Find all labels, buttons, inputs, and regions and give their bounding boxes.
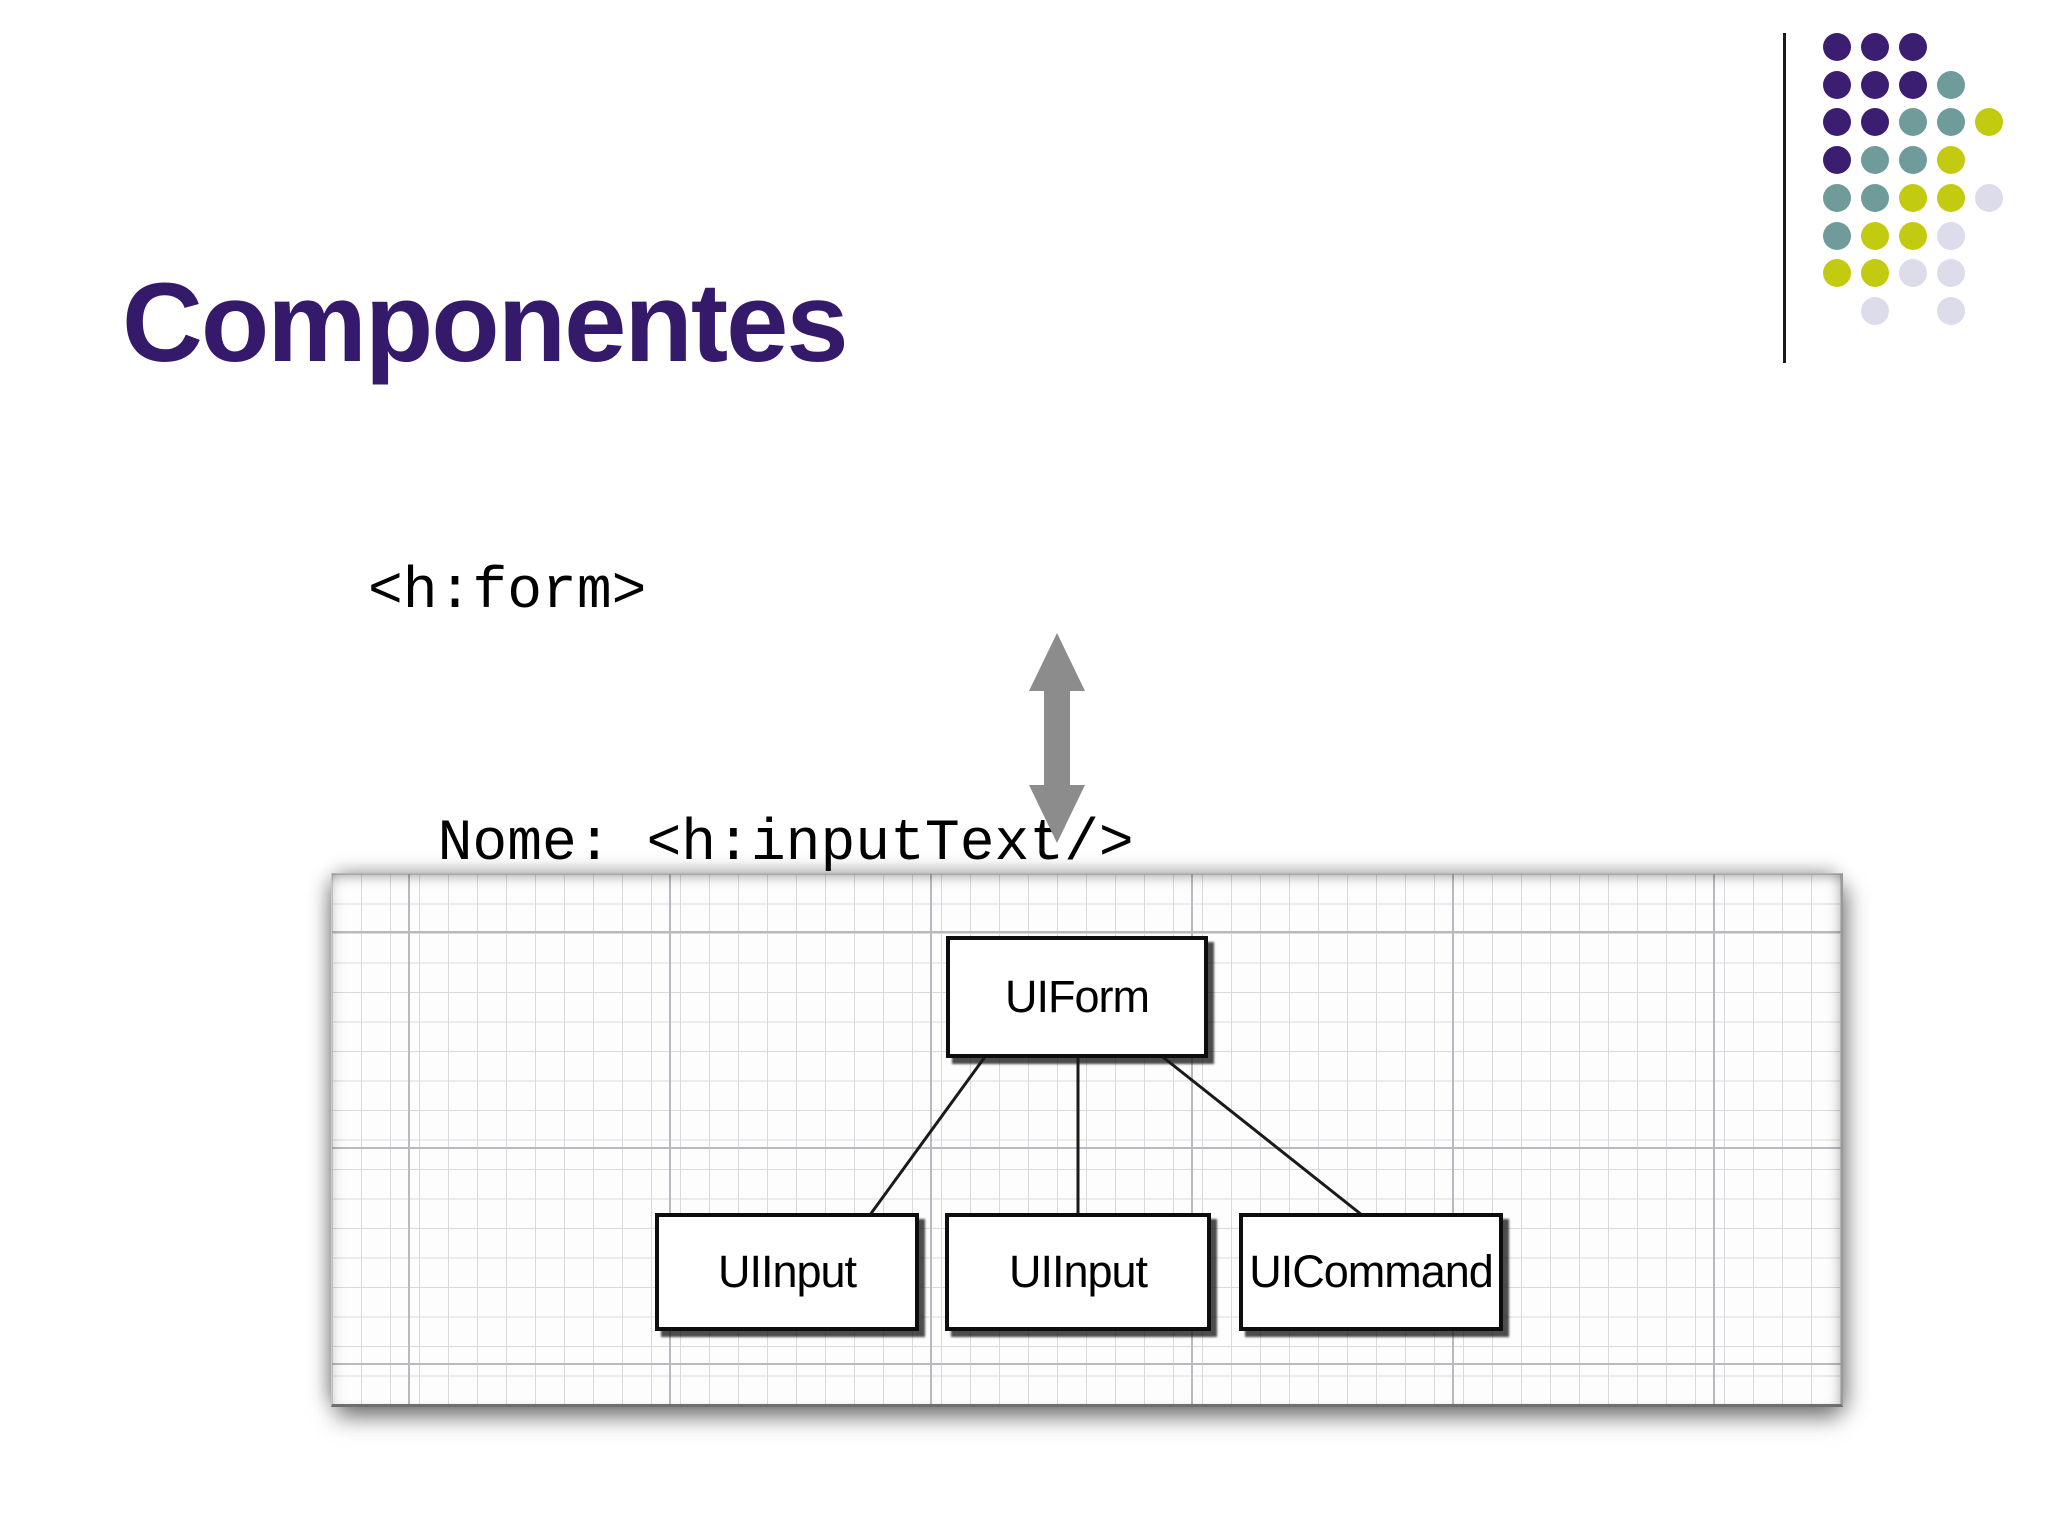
- decorative-dot: [1823, 71, 1851, 99]
- code-line: Nome: <h:inputText/>: [368, 812, 1134, 877]
- tree-node-label: UIInput: [717, 1246, 857, 1297]
- decorative-dot: [1861, 222, 1889, 250]
- decorative-dot: [1823, 33, 1851, 61]
- decorative-dot: [1937, 71, 1965, 99]
- decorative-dot: [1899, 146, 1927, 174]
- tree-node-label: UIInput: [1008, 1246, 1148, 1297]
- tree-node-uiform: UIForm: [946, 936, 1208, 1058]
- decorative-dot: [1899, 71, 1927, 99]
- decorative-dot: [1899, 184, 1927, 212]
- tree-node-uiinput-2: UIInput: [945, 1213, 1211, 1331]
- decorative-dot: [1899, 222, 1927, 250]
- decorative-dot: [1861, 33, 1889, 61]
- connector-left: [865, 1053, 989, 1220]
- decorative-dot: [1937, 184, 1965, 212]
- decorative-dot: [1899, 259, 1927, 287]
- decorative-dot: [1937, 297, 1965, 325]
- decorative-dot: [1823, 259, 1851, 287]
- decorative-dot: [1899, 108, 1927, 136]
- decorative-dot: [1823, 146, 1851, 174]
- decorative-dot: [1937, 222, 1965, 250]
- decorative-dot: [1823, 184, 1851, 212]
- decorative-dot: [1861, 71, 1889, 99]
- decorative-dot: [1823, 108, 1851, 136]
- code-line: <h:form>: [368, 560, 647, 625]
- double-arrow-shape: [1029, 633, 1085, 843]
- decorative-dot: [1937, 259, 1965, 287]
- dot-decoration: [1823, 33, 2013, 363]
- decorative-dot: [1861, 259, 1889, 287]
- tree-node-uiinput-1: UIInput: [655, 1213, 919, 1331]
- decorative-dot: [1937, 108, 1965, 136]
- decorative-dot: [1975, 108, 2003, 136]
- double-arrow-icon: [1029, 633, 1085, 843]
- tree-connector-lines: [865, 1052, 1368, 1221]
- decorative-dot: [1861, 297, 1889, 325]
- tree-node-label: UIForm: [1005, 971, 1150, 1022]
- component-tree-diagram: UIForm UIInput UIInput UICommand: [331, 873, 1843, 1407]
- decorative-dot: [1975, 184, 2003, 212]
- tree-node-uicommand: UICommand: [1239, 1213, 1503, 1331]
- decorative-dot: [1937, 146, 1965, 174]
- connector-right: [1158, 1052, 1368, 1221]
- page-title: Componentes: [122, 260, 849, 386]
- decorative-dot: [1861, 184, 1889, 212]
- vertical-divider-line: [1783, 33, 1786, 363]
- decorative-dot: [1861, 146, 1889, 174]
- decorative-dot: [1899, 33, 1927, 61]
- decorative-dot: [1861, 108, 1889, 136]
- decorative-dot: [1823, 222, 1851, 250]
- tree-node-label: UICommand: [1249, 1246, 1494, 1297]
